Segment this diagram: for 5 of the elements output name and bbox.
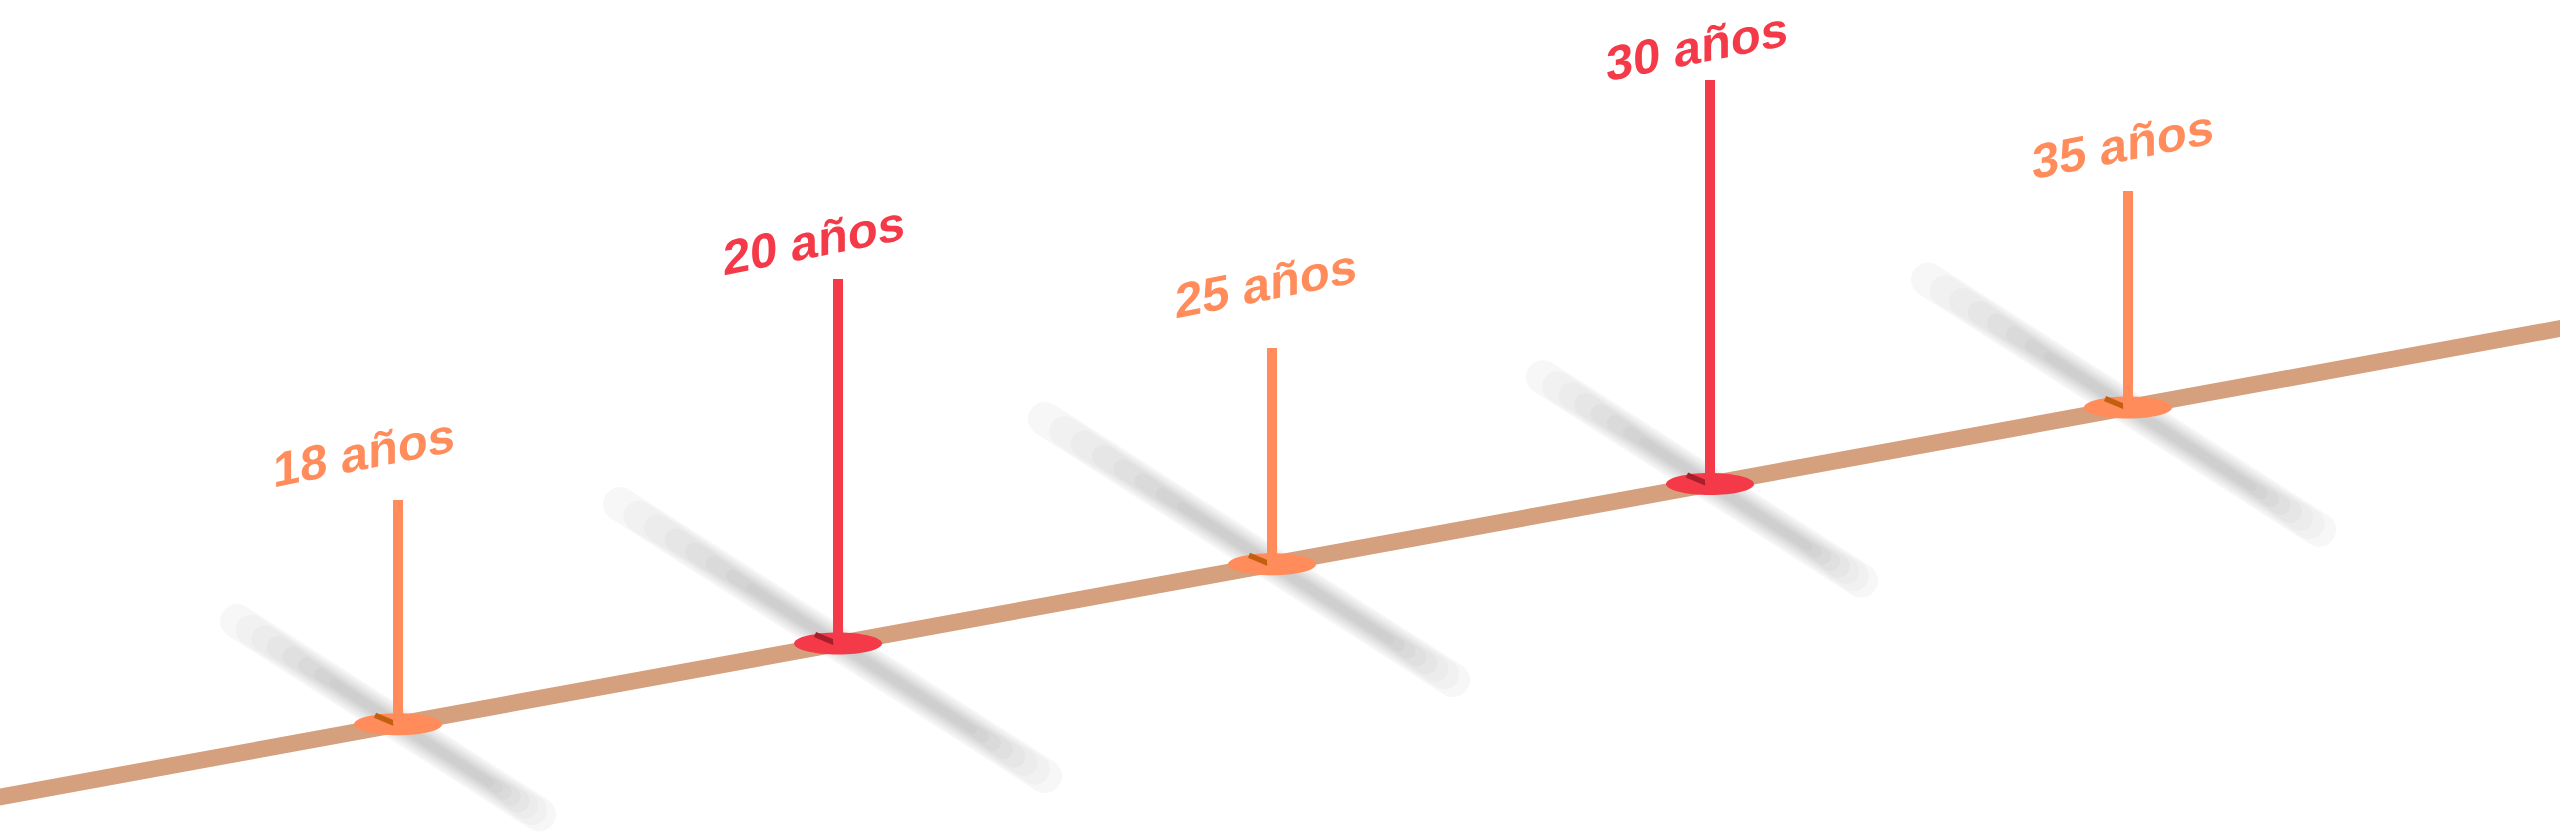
age-label: 20 años <box>724 215 903 276</box>
age-label: 30 años <box>1607 21 1786 80</box>
age-label: 18 años <box>276 427 453 487</box>
age-label: 25 años <box>1176 258 1355 319</box>
age-label: 35 años <box>2033 119 2212 178</box>
